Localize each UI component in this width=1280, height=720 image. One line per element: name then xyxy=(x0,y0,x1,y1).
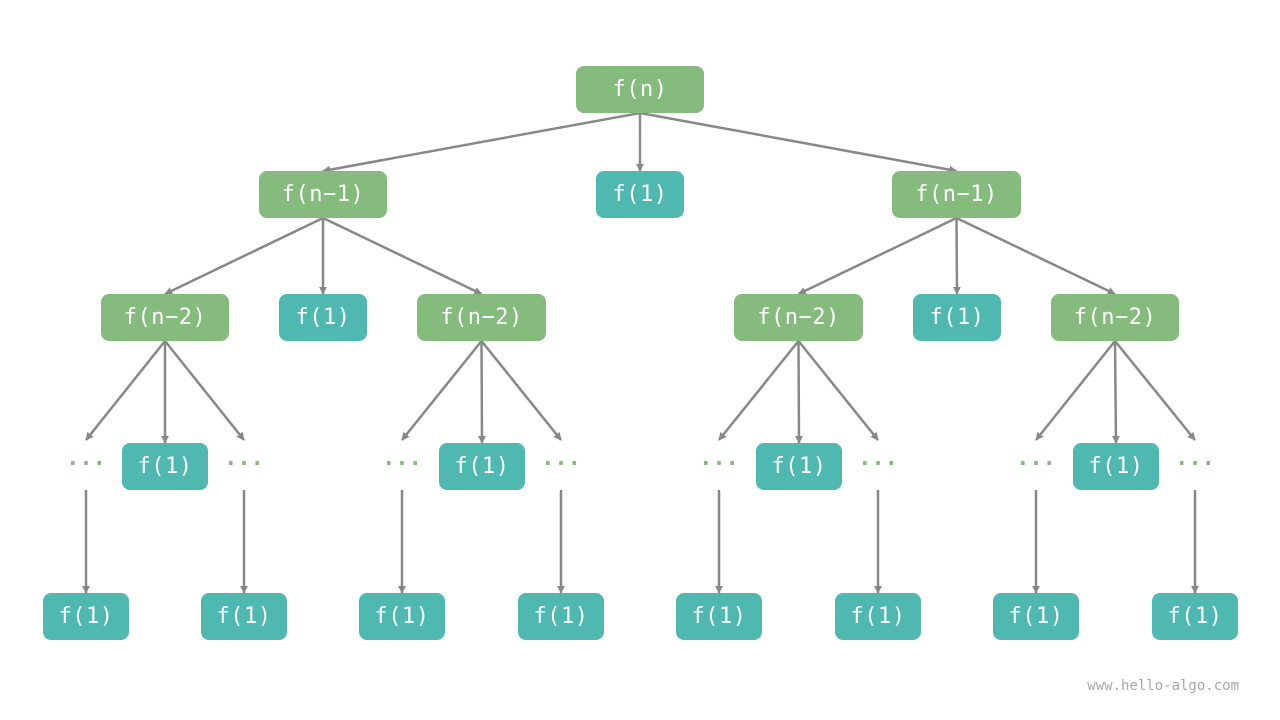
edge-l1a-l2c xyxy=(322,216,483,296)
node-b3: f(1) xyxy=(359,593,445,640)
edge-l2c-d3 xyxy=(401,340,483,441)
node-b1: f(1) xyxy=(43,593,129,640)
edge-l2d-m3 xyxy=(794,340,803,444)
ellipsis-node: ··· xyxy=(541,452,581,477)
node-b6: f(1) xyxy=(835,593,921,640)
node-l2c: f(n−2) xyxy=(417,294,546,341)
ellipsis-node: ··· xyxy=(224,452,264,477)
edge-l1a-l2a xyxy=(164,216,324,296)
node-root: f(n) xyxy=(576,66,704,113)
edge-l1c-l2d xyxy=(797,216,958,296)
edge-l2f-d8 xyxy=(1114,340,1196,441)
node-l2f: f(n−2) xyxy=(1051,294,1179,341)
ellipsis-node: ··· xyxy=(1175,452,1215,477)
node-l2d: f(n−2) xyxy=(734,294,863,341)
node-l1c: f(n−1) xyxy=(892,171,1021,218)
edge-l2a-d1 xyxy=(85,340,166,441)
edge-l2f-d7 xyxy=(1035,340,1116,441)
node-l2b: f(1) xyxy=(279,294,367,341)
edge-l2a-d2 xyxy=(164,340,245,441)
edge-l2c-m2 xyxy=(477,340,486,444)
edge-root-l1c xyxy=(639,111,958,174)
node-l1a: f(n−1) xyxy=(259,171,387,218)
node-b8: f(1) xyxy=(1152,593,1238,640)
watermark: www.hello-algo.com xyxy=(1087,678,1239,694)
node-b7: f(1) xyxy=(993,593,1079,640)
node-m3: f(1) xyxy=(756,443,842,490)
node-m4: f(1) xyxy=(1073,443,1159,490)
edge-l1c-l2f xyxy=(955,216,1116,296)
node-m1: f(1) xyxy=(122,443,208,490)
ellipsis-node: ··· xyxy=(382,452,422,477)
node-b4: f(1) xyxy=(518,593,604,640)
node-m2: f(1) xyxy=(439,443,525,490)
node-b2: f(1) xyxy=(201,593,287,640)
edge-l2c-d4 xyxy=(480,340,562,441)
ellipsis-node: ··· xyxy=(66,452,106,477)
node-l1b: f(1) xyxy=(596,171,684,218)
node-l2a: f(n−2) xyxy=(101,294,229,341)
ellipsis-node: ··· xyxy=(858,452,898,477)
edge-l2d-d5 xyxy=(718,340,800,441)
ellipsis-node: ··· xyxy=(699,452,739,477)
node-b5: f(1) xyxy=(676,593,762,640)
edge-root-l1a xyxy=(322,111,641,174)
edge-l1c-l2e xyxy=(952,217,961,295)
ellipsis-node: ··· xyxy=(1016,452,1056,477)
node-l2e: f(1) xyxy=(913,294,1001,341)
edge-l2d-d6 xyxy=(797,340,879,441)
edge-l2f-m4 xyxy=(1111,340,1120,444)
